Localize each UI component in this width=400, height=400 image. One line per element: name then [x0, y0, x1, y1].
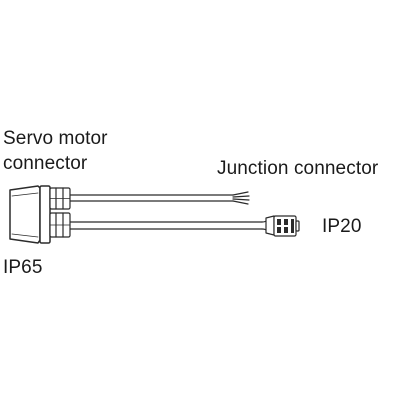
servo-motor-connector	[9, 185, 71, 244]
junction-connector-label: Junction connector	[217, 158, 379, 179]
lower-cable	[69, 219, 268, 232]
upper-cable	[69, 191, 250, 205]
servo-rating-label: IP65	[3, 257, 43, 278]
junction-connector	[265, 215, 300, 237]
servo-connector-label-line1: Servo motor	[3, 128, 108, 149]
servo-connector-label-line2: connector	[3, 153, 88, 174]
junction-rating-label: IP20	[322, 216, 362, 237]
